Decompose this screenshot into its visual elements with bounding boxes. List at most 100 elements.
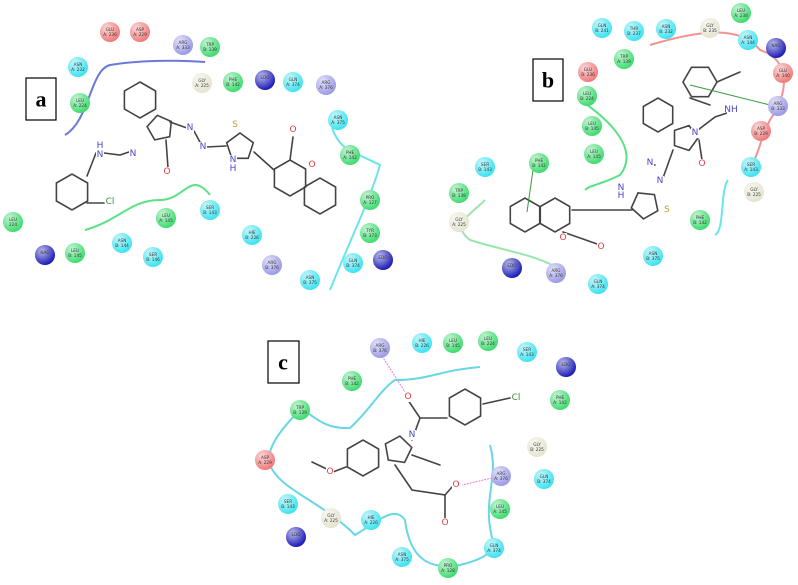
residue-name: ARG [375, 343, 384, 348]
atom-label: O [597, 242, 604, 252]
bond [193, 130, 202, 145]
atom-label: S [664, 205, 670, 215]
residue-name: GLY [533, 442, 541, 447]
residue-name: GLU [584, 67, 592, 72]
residue-name: PRO [444, 563, 453, 568]
pocket-outline [579, 99, 628, 191]
atom-label: Cl [512, 393, 521, 403]
residue-name: GLN [540, 474, 549, 479]
residue-name: EDO [561, 362, 571, 367]
residue-number: B: 236 [581, 72, 595, 77]
residue-name: PHE [229, 77, 238, 82]
residue-number: B: 333 [771, 106, 785, 111]
residue-nag: NAG [766, 38, 786, 58]
atom-label: O [404, 392, 411, 402]
residue-number: A: 224 [73, 103, 87, 108]
ring [630, 192, 659, 220]
atom-label: O [163, 167, 170, 177]
atom-label: O [441, 518, 448, 528]
residue-name: LEU [449, 338, 457, 343]
residue-number: A: 374 [487, 548, 501, 553]
residue-number: B: 241 [595, 28, 609, 33]
pocket-outline [64, 59, 206, 136]
residue-number: B: 376 [265, 265, 279, 270]
residue-number: B: 146 [146, 257, 160, 262]
residue-number: A: 139 [617, 59, 631, 64]
ring [146, 114, 173, 141]
pocket-outline [84, 184, 211, 231]
pocket-outline [460, 199, 561, 271]
residue-name: TRP [619, 54, 628, 59]
atom-label: N [618, 183, 625, 193]
residue-name: PRO [366, 195, 375, 200]
atom-label: N [200, 142, 207, 152]
residue-number: B: 235 [703, 28, 717, 33]
pocket-outline [649, 31, 785, 171]
residue-number: A: 376 [549, 273, 563, 278]
residue-number: A: 232 [71, 67, 85, 72]
residue-number: A: 144 [741, 40, 755, 45]
bond [444, 486, 453, 496]
residue-number: B: 145 [446, 343, 460, 348]
residue-number: A: 140 [776, 73, 790, 78]
residue-number: A: 226 [364, 520, 378, 525]
residue-number: B: 145 [68, 253, 82, 258]
residue-name: THR [629, 26, 639, 31]
residue-number: B: 143 [203, 210, 217, 215]
residue-name: GLY [327, 513, 335, 518]
residue-number: B: 224 [481, 341, 495, 346]
ring [539, 197, 571, 233]
residue-name: HIE [367, 515, 374, 520]
residue-name: LEU [484, 336, 492, 341]
residue-name: ARG [773, 101, 782, 106]
ring [273, 159, 307, 197]
residue-name: NAG [40, 250, 49, 255]
bond [689, 97, 711, 106]
residue-number: B: 142 [226, 82, 240, 87]
residue-name: ARG [321, 80, 330, 85]
ligand-bonds [55, 66, 771, 519]
atom-label: N [97, 150, 104, 160]
panel-a-label: a [25, 77, 57, 121]
residue-number: A: 225 [452, 222, 466, 227]
atom-label: O [559, 233, 566, 243]
residue-name: LEU [162, 213, 170, 218]
residue-name: EDO [378, 255, 388, 260]
residue-name: NAG [771, 43, 780, 48]
residue-number: A: 374 [591, 284, 605, 289]
residue-name: ASP [757, 126, 766, 131]
pocket-outlines [64, 31, 785, 568]
residue-number: B: 375 [646, 256, 660, 261]
residue-name: ASN [118, 238, 127, 243]
pocket-outline [714, 179, 729, 236]
atom-label: H [618, 191, 625, 201]
residue-name: TYR [365, 228, 374, 233]
residue-name: ASN [306, 275, 315, 280]
residue-number: A: 142 [553, 400, 567, 405]
